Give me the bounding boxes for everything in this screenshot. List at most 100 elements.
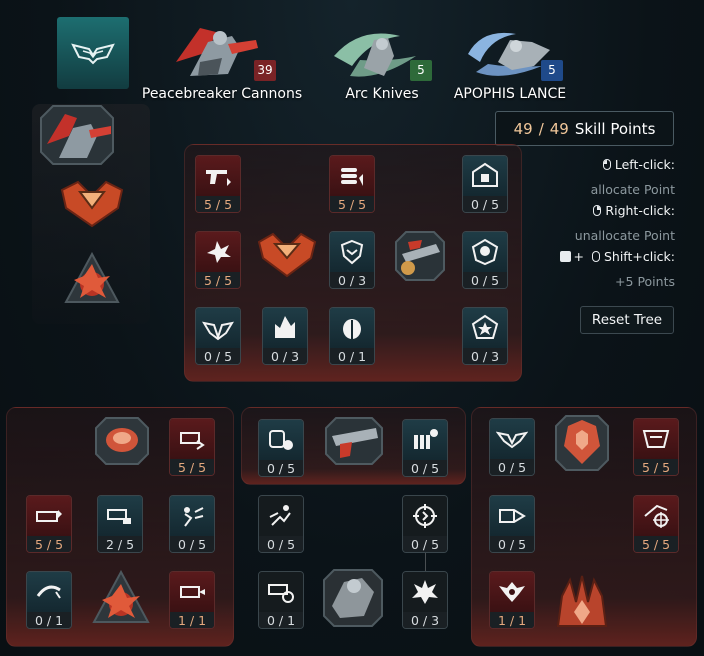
skill-node[interactable]: 0 / 5: [258, 419, 304, 477]
skill-node[interactable]: 0 / 5: [195, 307, 241, 365]
gun-target-icon: [268, 584, 294, 603]
gun-chevron-icon: [180, 432, 205, 450]
gun-fire-icon: [180, 586, 205, 598]
bullets-icon: [341, 168, 363, 186]
skill-node[interactable]: 2 / 5: [97, 495, 143, 553]
middle-tree-capstone[interactable]: [320, 566, 386, 630]
hint-allocate: allocate Point: [590, 182, 675, 197]
star-badge-icon: [471, 314, 499, 339]
skill-points-separator: /: [538, 119, 544, 138]
hint-right-click: Right-click:: [593, 203, 675, 218]
crosshair-kill-icon: [644, 504, 669, 528]
vortex-emblem-icon: [95, 417, 149, 465]
explosion-icon: [412, 580, 438, 604]
middle-tree-emblem[interactable]: [322, 414, 386, 468]
right-tree-capstone[interactable]: [552, 572, 612, 632]
peacebreaker-tree-portrait[interactable]: [37, 104, 117, 166]
skill-node[interactable]: 0 / 5: [489, 418, 535, 476]
slash-icon: [36, 585, 61, 599]
skill-node[interactable]: 5 / 5: [195, 155, 241, 213]
apophis-lance-portrait[interactable]: [462, 26, 558, 86]
skill-node[interactable]: 1 / 1: [169, 571, 215, 629]
hint-left-click: Left-click:: [602, 157, 675, 172]
shield-icon: [340, 239, 364, 265]
weapon-capstone-icon: [395, 231, 445, 281]
pistol-icon: [206, 170, 231, 186]
skill-points-total: 49: [549, 119, 569, 138]
skill-node[interactable]: 5 / 5: [633, 495, 679, 553]
cannon-emblem-icon: [325, 417, 383, 465]
skill-node[interactable]: 5 / 5: [26, 495, 72, 553]
impact-icon: [207, 241, 231, 263]
left-tree-capstone[interactable]: [90, 568, 152, 630]
tree-logo-tab[interactable]: [57, 17, 129, 89]
wing-emblem-icon: [496, 431, 528, 449]
arc-knives-points-badge: 5: [410, 60, 432, 81]
tab-apophis-lance[interactable]: APOPHIS LANCE: [453, 86, 567, 102]
shield-house-icon: [472, 162, 498, 187]
skill-node[interactable]: 0 / 5: [462, 155, 508, 213]
skill-node[interactable]: 0 / 5: [489, 495, 535, 553]
skill-node[interactable]: 5 / 5: [195, 231, 241, 289]
skill-node[interactable]: 0 / 3: [262, 307, 308, 365]
skill-node[interactable]: 0 / 1: [26, 571, 72, 629]
tab-arc-knives[interactable]: Arc Knives: [345, 86, 419, 102]
skill-node[interactable]: 0 / 3: [329, 231, 375, 289]
skill-node[interactable]: 0 / 5: [402, 495, 448, 553]
hint-shift-click: + Shift+click:: [559, 249, 675, 264]
peacebreaker-points-badge: 39: [254, 60, 276, 81]
top-tree-emblem[interactable]: [255, 230, 319, 280]
reset-tree-button[interactable]: Reset Tree: [580, 306, 674, 334]
peacebreaker-portrait[interactable]: [170, 22, 266, 82]
tab-peacebreaker-cannons[interactable]: Peacebreaker Cannons: [141, 86, 303, 102]
tree-connector: [425, 553, 426, 571]
sprint-icon: [269, 505, 291, 526]
skill-node[interactable]: 0 / 5: [402, 419, 448, 477]
hint-unallocate: unallocate Point: [574, 228, 675, 243]
beetle-icon: [343, 319, 361, 339]
skill-capstone[interactable]: [392, 228, 448, 284]
blade-icon: [499, 509, 526, 523]
gun-upgrade-icon: [36, 510, 62, 522]
skill-node[interactable]: 0 / 5: [462, 231, 508, 289]
wing-mask-icon: [71, 43, 115, 65]
skill-node[interactable]: 0 / 1: [258, 571, 304, 629]
core-emblem-icon: [257, 232, 317, 278]
grenade-icon: [269, 430, 293, 450]
mech-portrait-icon: [323, 569, 383, 627]
explosive-triangle-icon: [92, 569, 150, 623]
skill-points-label: Skill Points: [574, 119, 656, 138]
flame-icon: [275, 316, 295, 338]
skill-node[interactable]: 5 / 5: [169, 418, 215, 476]
skill-node[interactable]: 0 / 3: [402, 571, 448, 629]
mouse-left-icon: [602, 159, 611, 170]
shift-key-icon: [559, 251, 571, 262]
ammo-hazard-icon: [414, 429, 438, 449]
skill-node[interactable]: 0 / 5: [169, 495, 215, 553]
skill-node[interactable]: 0 / 5: [258, 495, 304, 553]
skill-node[interactable]: 5 / 5: [633, 418, 679, 476]
skill-points-display: 49 / 49 Skill Points: [495, 111, 674, 146]
gun-swap-icon: [107, 509, 131, 524]
crosshair-icon: [413, 504, 437, 528]
dash-strike-icon: [184, 507, 204, 527]
skill-node[interactable]: 1 / 1: [489, 571, 535, 629]
skill-node[interactable]: 5 / 5: [329, 155, 375, 213]
explosive-triangle-icon[interactable]: [62, 250, 122, 310]
skull-wings-icon: [499, 582, 525, 602]
skill-node[interactable]: 0 / 1: [329, 307, 375, 365]
apophis-lance-points-badge: 5: [541, 60, 563, 81]
skill-points-current: 49: [513, 119, 533, 138]
hint-plus-five: +5 Points: [615, 274, 675, 289]
core-emblem-icon[interactable]: [58, 178, 126, 230]
arc-knives-portrait[interactable]: [330, 26, 426, 86]
armor-emblem-icon: [555, 415, 609, 471]
left-tree-emblem[interactable]: [92, 414, 152, 468]
skill-node[interactable]: 0 / 3: [462, 307, 508, 365]
wings-shield-icon: [202, 321, 234, 341]
mouse-right-icon: [593, 205, 602, 216]
right-tree-emblem[interactable]: [552, 412, 612, 474]
mouse-icon: [591, 251, 600, 262]
spiked-armor-icon: [556, 575, 608, 627]
frame-emblem-icon: [642, 430, 670, 448]
